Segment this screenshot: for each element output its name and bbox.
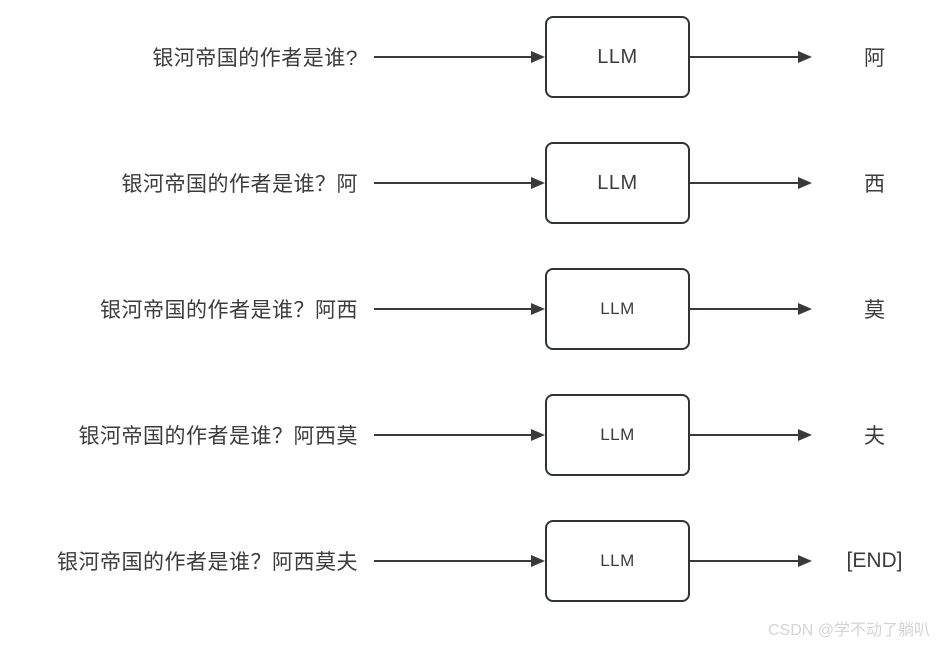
generation-step-row-2: 银河帝国的作者是谁？阿 LLM 西 bbox=[0, 120, 937, 246]
input-prompt: 银河帝国的作者是谁？阿 bbox=[121, 173, 358, 196]
arrow-shaft bbox=[374, 559, 531, 563]
llm-box: LLM bbox=[545, 394, 690, 476]
arrow-right-icon bbox=[798, 303, 812, 315]
llm-label: LLM bbox=[600, 299, 635, 318]
input-prompt: 银河帝国的作者是谁？阿西莫 bbox=[78, 425, 358, 448]
arrow-shaft bbox=[690, 181, 798, 185]
output-token: [END] bbox=[846, 549, 903, 572]
arrow-shaft bbox=[374, 307, 531, 311]
arrow-shaft bbox=[374, 181, 531, 185]
arrow-shaft bbox=[374, 433, 531, 437]
output-token: 莫 bbox=[864, 299, 885, 322]
generation-step-row-1: 银河帝国的作者是谁? LLM 阿 bbox=[0, 0, 937, 120]
llm-label: LLM bbox=[597, 45, 638, 68]
input-arrow bbox=[358, 555, 545, 567]
generation-step-row-4: 银河帝国的作者是谁？阿西莫 LLM 夫 bbox=[0, 372, 937, 498]
arrow-right-icon bbox=[531, 555, 545, 567]
input-prompt: 银河帝国的作者是谁？阿西 bbox=[100, 299, 358, 322]
arrow-shaft bbox=[690, 559, 798, 563]
llm-box: LLM bbox=[545, 16, 690, 98]
generation-step-row-3: 银河帝国的作者是谁？阿西 LLM 莫 bbox=[0, 246, 937, 372]
generation-step-row-5: 银河帝国的作者是谁？阿西莫夫 LLM [END] bbox=[0, 498, 937, 624]
arrow-right-icon bbox=[531, 303, 545, 315]
llm-box: LLM bbox=[545, 142, 690, 224]
arrow-right-icon bbox=[798, 177, 812, 189]
arrow-right-icon bbox=[798, 51, 812, 63]
arrow-shaft bbox=[690, 55, 798, 59]
output-arrow bbox=[690, 429, 812, 441]
arrow-shaft bbox=[690, 307, 798, 311]
output-token: 阿 bbox=[864, 47, 885, 70]
output-token: 夫 bbox=[864, 425, 885, 448]
llm-label: LLM bbox=[600, 425, 635, 444]
arrow-shaft bbox=[374, 55, 531, 59]
llm-box: LLM bbox=[545, 520, 690, 602]
output-arrow bbox=[690, 303, 812, 315]
output-arrow bbox=[690, 51, 812, 63]
input-prompt: 银河帝国的作者是谁？阿西莫夫 bbox=[57, 551, 358, 574]
arrow-right-icon bbox=[531, 429, 545, 441]
arrow-right-icon bbox=[798, 429, 812, 441]
input-arrow bbox=[358, 429, 545, 441]
llm-label: LLM bbox=[597, 171, 638, 194]
output-arrow bbox=[690, 555, 812, 567]
output-token: 西 bbox=[864, 173, 885, 196]
arrow-right-icon bbox=[798, 555, 812, 567]
input-arrow bbox=[358, 51, 545, 63]
llm-label: LLM bbox=[600, 551, 635, 570]
input-prompt: 银河帝国的作者是谁? bbox=[152, 47, 358, 70]
llm-box: LLM bbox=[545, 268, 690, 350]
input-arrow bbox=[358, 303, 545, 315]
arrow-right-icon bbox=[531, 51, 545, 63]
arrow-right-icon bbox=[531, 177, 545, 189]
input-arrow bbox=[358, 177, 545, 189]
output-arrow bbox=[690, 177, 812, 189]
arrow-shaft bbox=[690, 433, 798, 437]
generation-steps: 银河帝国的作者是谁? LLM 阿 银河帝国的作者是谁？阿 LLM bbox=[0, 0, 937, 624]
csdn-watermark: CSDN @学不动了躺叭 bbox=[767, 622, 930, 639]
